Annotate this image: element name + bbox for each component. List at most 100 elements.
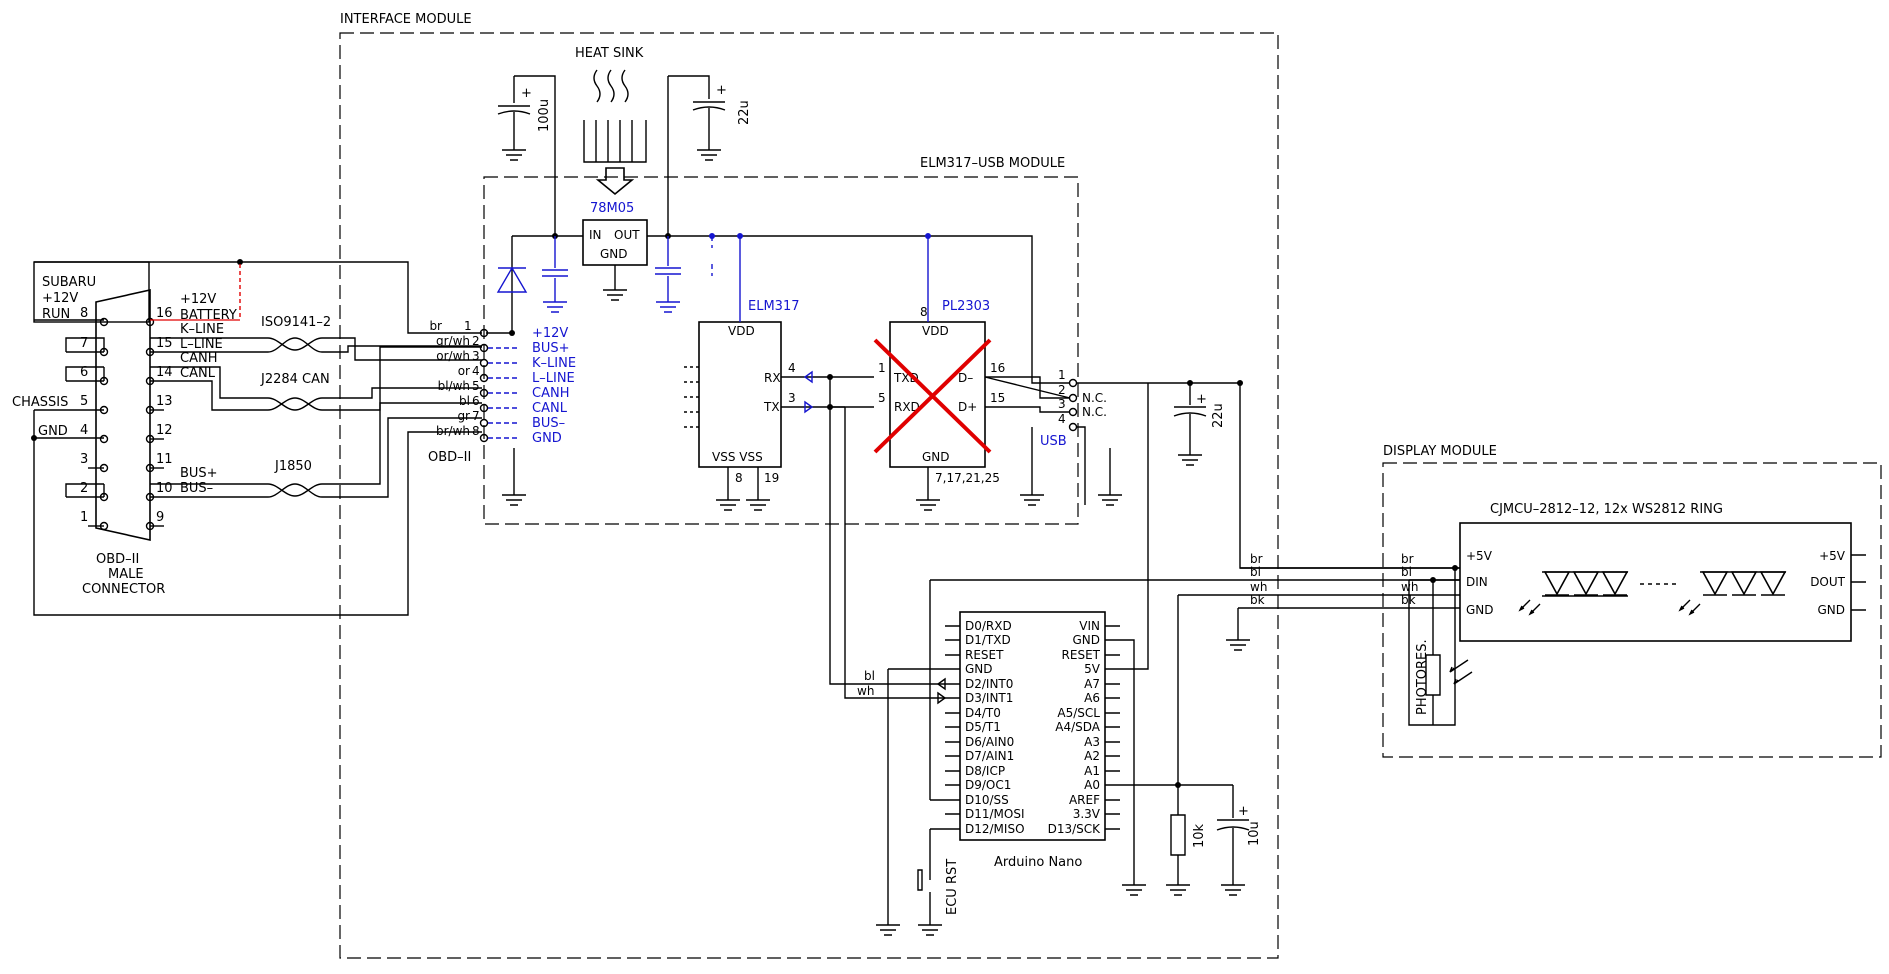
ground-symbol	[1020, 494, 1044, 506]
ring-pin-gnd: GND	[1466, 603, 1494, 617]
elm317-vdd: VDD	[728, 324, 755, 338]
cap-100u-label: 100u	[537, 99, 552, 132]
ground-symbol	[918, 924, 942, 936]
obd-pin-number: 11	[156, 452, 173, 467]
display-wiring: br bl wh bk br bl wh bk	[930, 552, 1460, 651]
arduino-pin: A1	[1084, 764, 1100, 778]
c-a0-label: 10u	[1247, 821, 1262, 846]
pl2303-pin-5: 5	[878, 391, 886, 405]
bus-minus-label: BUS–	[180, 481, 213, 496]
harness-pin: 7	[472, 409, 480, 423]
pl2303-pin-16: 16	[990, 361, 1005, 375]
pl2303-dminus: D–	[958, 371, 973, 385]
light-emit-icon	[1518, 599, 1541, 616]
ground-symbol	[916, 499, 940, 511]
harness-pin: 6	[472, 394, 480, 408]
arduino-pin: D13/SCK	[1048, 822, 1102, 836]
harness-signal: CANH	[532, 386, 569, 401]
arduino-pin: A5/SCL	[1057, 706, 1100, 720]
ground-symbol	[502, 494, 526, 506]
harness-pin-numbers: 1 2 3 4 5 6 7 8	[464, 319, 480, 438]
harness-signal: BUS–	[532, 416, 565, 431]
ecu-rst-label: ECU RST	[945, 859, 960, 915]
wire-color: bl	[459, 394, 470, 408]
obd-pin-number: 15	[156, 336, 173, 351]
arduino-pin: D1/TXD	[965, 633, 1011, 647]
usb-label: USB	[1040, 434, 1067, 449]
pl2303-gnd: GND	[922, 450, 950, 464]
wire-color: bl/wh	[438, 379, 470, 393]
pl2303-vdd: VDD	[922, 324, 949, 338]
obd-pin-number: 9	[156, 510, 164, 525]
arduino-pin: D8/ICP	[965, 764, 1005, 778]
wire-color: or	[458, 364, 470, 378]
ground-symbol	[1122, 884, 1146, 896]
arduino-nano: Arduino Nano D0/RXD D1/TXD RESET GND D2/…	[829, 377, 1262, 936]
arduino-left-pins: D0/RXD D1/TXD RESET GND D2/INT0 D3/INT1 …	[965, 619, 1025, 836]
wire-color: br/wh	[436, 424, 470, 438]
harness-pin: 8	[472, 424, 480, 438]
heat-waves-icon	[593, 69, 629, 103]
ground-symbol	[1098, 494, 1122, 506]
elm317-rx: RX	[764, 371, 781, 385]
arduino-pin: D0/RXD	[965, 619, 1012, 633]
ground-symbol	[1221, 884, 1245, 896]
pl2303-gnd-pins: 7,17,21,25	[935, 471, 1000, 485]
elm317-pin-8: 8	[735, 471, 743, 485]
ecu-rst-button-icon[interactable]	[917, 862, 931, 891]
usb-connector: 1 2 3 4 N.C. N.C. USB + 22u	[1020, 368, 1460, 569]
wire-color: gr/wh	[436, 334, 470, 348]
obd-pin-number: 2	[80, 481, 88, 496]
arduino-pin: D11/MOSI	[965, 807, 1025, 821]
arduino-pin: A0	[1084, 778, 1100, 792]
usb-nc: N.C.	[1082, 391, 1107, 405]
usb-pin: 4	[1058, 412, 1066, 426]
harness-wire-labels: br gr/wh or/wh or bl/wh bl gr br/wh	[429, 319, 470, 438]
bus-plus-label: BUS+	[180, 466, 218, 481]
wire-color: br	[429, 319, 442, 333]
harness-signal-labels: +12V BUS+ K–LINE L–LINE CANH CANL BUS– G…	[532, 326, 576, 446]
arduino-pin: VIN	[1079, 619, 1100, 633]
arduino-right-pins: VIN GND RESET 5V A7 A6 A5/SCL A4/SDA A3 …	[1048, 619, 1102, 836]
harness-signal: CANL	[532, 401, 568, 416]
elm317-name: ELM317	[748, 299, 800, 314]
ground-symbol	[502, 149, 526, 161]
elm317-pin-4: 4	[788, 361, 796, 375]
led-ring-body	[1459, 522, 1852, 642]
harness-pin: 3	[472, 349, 480, 363]
elm-usb-module: ELM317–USB MODULE	[483, 156, 1079, 525]
ground-symbol	[716, 499, 740, 511]
subaru-run-label: RUN	[42, 307, 70, 322]
ground-symbol	[697, 149, 721, 161]
canh-label: CANH	[180, 351, 217, 366]
ground-symbol	[1178, 454, 1202, 466]
arduino-pin: A7	[1084, 677, 1100, 691]
crossed-out-icon	[873, 338, 992, 454]
pl2303-name: PL2303	[942, 299, 990, 314]
arduino-pin: A4/SDA	[1055, 720, 1101, 734]
elm317-chip: ELM317 VDD RX TX VSS VSS 4 3 8 19	[684, 236, 874, 511]
ground-symbol	[746, 499, 770, 511]
cap-plus: +	[1238, 804, 1249, 819]
photores-label: PHOTORES.	[1415, 639, 1430, 715]
wire-color: or/wh	[436, 349, 470, 363]
led-ring: CJMCU–2812–12, 12x WS2812 RING +5V DIN G…	[1408, 502, 1866, 726]
harness-pin: 4	[472, 364, 480, 378]
connector-caption-1: OBD–II	[96, 552, 139, 567]
elm-usb-module-border	[483, 176, 1079, 525]
obd-pin-number: 10	[156, 481, 173, 496]
subaru-12v-label: +12V	[42, 291, 78, 306]
light-arrows-icon	[1449, 659, 1473, 685]
subaru-label: SUBARU	[42, 275, 96, 290]
pl2303-pin-8: 8	[920, 305, 928, 319]
elm317-body	[698, 321, 782, 468]
arduino-pin: D3/INT1	[965, 691, 1013, 705]
harness-pin-circles	[479, 328, 489, 443]
ring-pin-dout: DOUT	[1810, 575, 1845, 589]
obd-pin-number: 16	[156, 306, 173, 321]
pl2303-chip: PL2303 8 VDD TXD RXD D– D+ GND 1 5 16 15…	[873, 236, 1071, 511]
ring-pin-din: DIN	[1466, 575, 1488, 589]
elm317-tx: TX	[763, 400, 780, 414]
arduino-pin: GND	[1072, 633, 1100, 647]
display-module-title: DISPLAY MODULE	[1383, 444, 1497, 459]
